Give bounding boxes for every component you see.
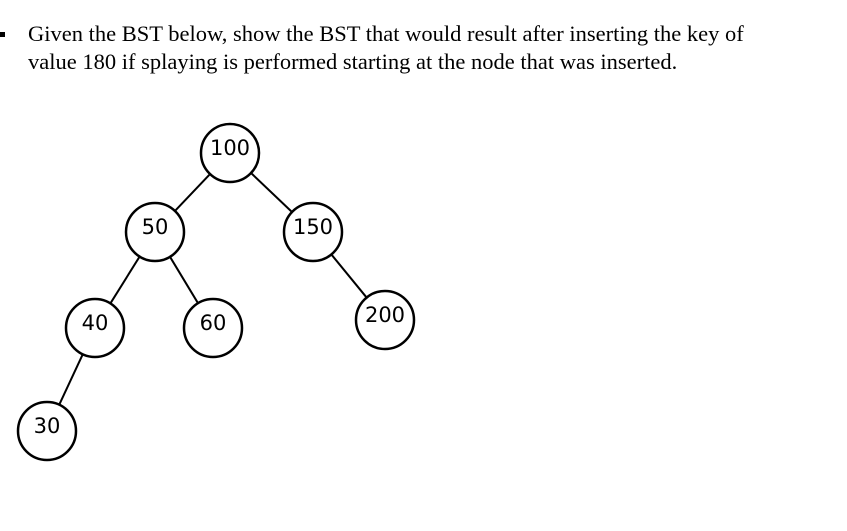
tree-node-100: 100 — [199, 122, 261, 184]
tree-node-200: 200 — [354, 289, 416, 351]
tree-edges — [58, 172, 368, 406]
tree-node-circle — [282, 201, 344, 263]
bullet-marker — [0, 32, 5, 37]
question-line-1: Given the BST below, show the BST that w… — [28, 21, 744, 46]
tree-nodes: 100 50 150 40 60 200 30 — [16, 122, 416, 462]
tree-node-label: 200 — [365, 303, 405, 327]
tree-node-150: 150 — [282, 201, 344, 263]
tree-node-label: 30 — [34, 414, 61, 438]
tree-node-40: 40 — [64, 297, 126, 359]
tree-node-label: 100 — [210, 136, 250, 160]
tree-node-label: 150 — [293, 215, 333, 239]
tree-edge-40-30 — [58, 353, 84, 406]
tree-edge-100-150 — [250, 172, 293, 213]
tree-node-circle — [16, 400, 78, 462]
tree-node-30: 30 — [16, 400, 78, 462]
tree-node-label: 50 — [142, 215, 169, 239]
tree-node-label: 40 — [82, 311, 109, 335]
tree-node-60: 60 — [182, 297, 244, 359]
tree-node-circle — [199, 122, 261, 184]
tree-edge-150-200 — [330, 253, 368, 299]
tree-node-circle — [124, 201, 186, 263]
tree-edge-50-60 — [169, 256, 199, 304]
question-line-2: value 180 if splaying is performed start… — [28, 49, 678, 74]
tree-edge-100-50 — [174, 173, 211, 212]
tree-node-50: 50 — [124, 201, 186, 263]
tree-node-circle — [354, 289, 416, 351]
tree-node-circle — [64, 297, 126, 359]
tree-edge-50-40 — [109, 256, 141, 304]
question-text: Given the BST below, show the BST that w… — [28, 20, 828, 76]
tree-node-circle — [182, 297, 244, 359]
tree-node-label: 60 — [200, 311, 227, 335]
